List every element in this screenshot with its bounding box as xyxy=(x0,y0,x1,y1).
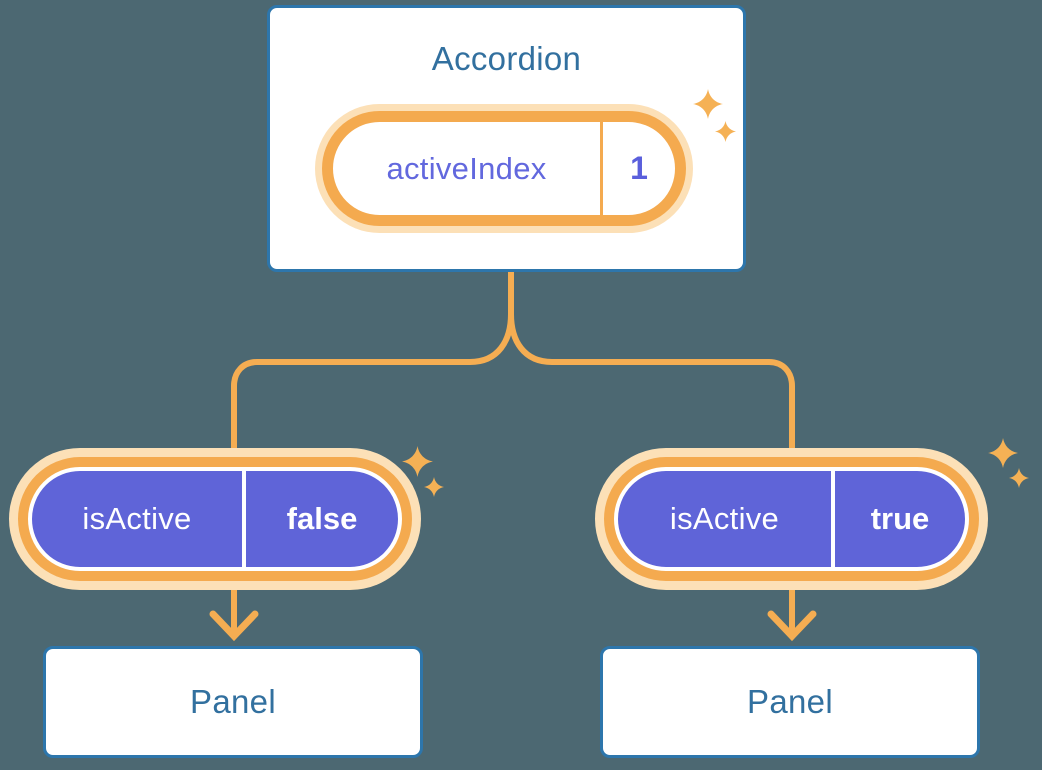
sparkle-icon xyxy=(402,446,433,477)
pill-divider xyxy=(600,122,603,215)
connector-right-branch xyxy=(508,271,795,632)
accordion-title: Accordion xyxy=(431,40,582,77)
prop-value-cell: false xyxy=(246,471,398,567)
state-value: 1 xyxy=(630,150,648,186)
sparkle-icon xyxy=(715,121,736,142)
prop-label-cell: isActive xyxy=(618,471,831,567)
prop-pill-true: isActive true xyxy=(614,467,969,571)
sparkle-icon xyxy=(424,477,444,497)
prop-pill-false: isActive false xyxy=(28,467,402,571)
prop-label: isActive xyxy=(669,501,780,536)
prop-label: isActive xyxy=(82,501,192,536)
state-pill: activeIndex 1 xyxy=(322,111,686,226)
prop-value-cell: true xyxy=(835,471,965,567)
state-label: activeIndex xyxy=(386,150,547,186)
pill-divider xyxy=(831,471,835,567)
panel-label: Panel xyxy=(190,683,276,720)
panel-node-left: Panel xyxy=(43,646,423,758)
sparkle-icon xyxy=(1009,468,1029,488)
accordion-node: Accordion activeIndex 1 xyxy=(267,5,746,272)
sparkle-icon xyxy=(988,438,1018,468)
connector-left-branch xyxy=(231,271,514,632)
sparkle-icon xyxy=(693,89,723,119)
prop-value: true xyxy=(870,501,930,536)
arrowhead-down-right-icon xyxy=(767,610,817,642)
panel-label: Panel xyxy=(747,683,833,720)
prop-value: false xyxy=(286,501,358,536)
state-label-cell: activeIndex xyxy=(333,122,600,215)
state-value-cell: 1 xyxy=(603,122,675,215)
prop-label-cell: isActive xyxy=(32,471,242,567)
pill-divider xyxy=(242,471,246,567)
panel-node-right: Panel xyxy=(600,646,980,758)
arrowhead-down-left-icon xyxy=(209,610,259,642)
